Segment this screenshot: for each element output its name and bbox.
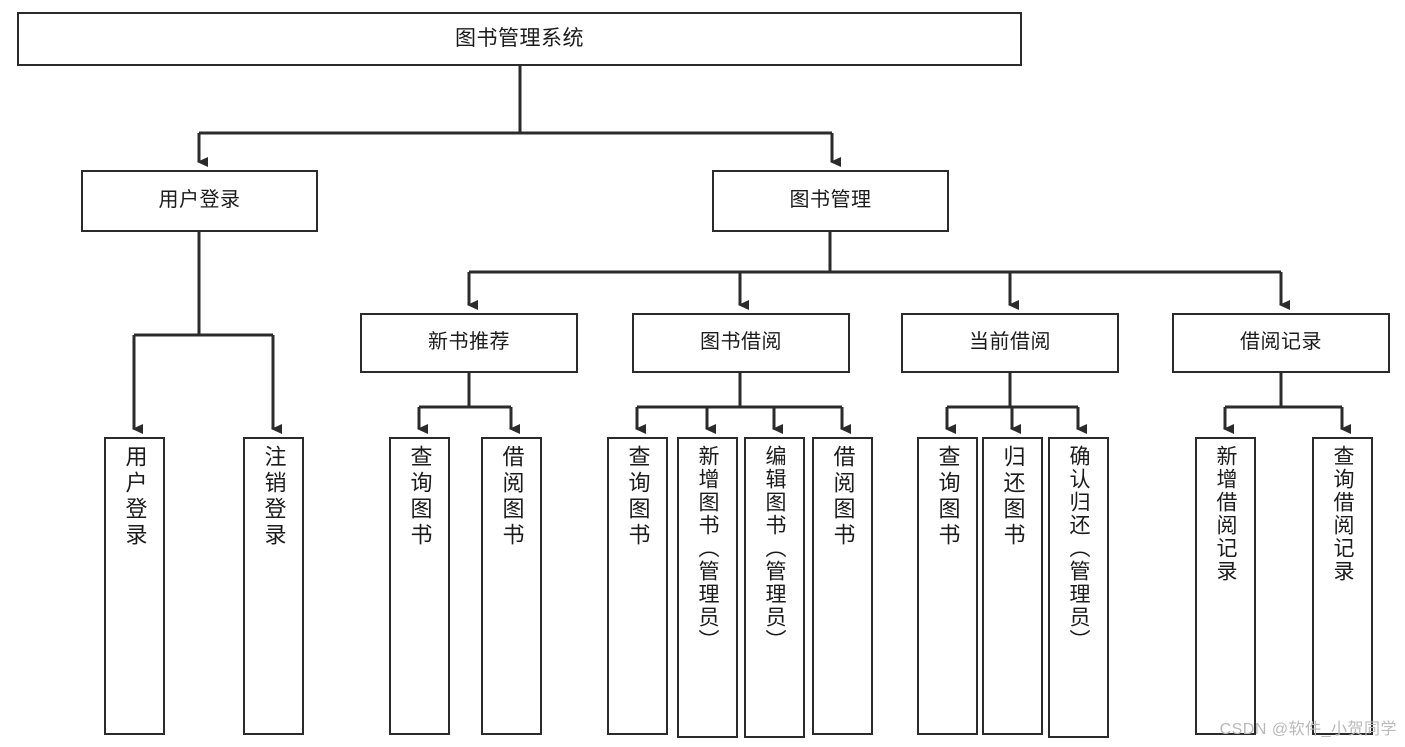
node-label: 用户登录 <box>158 189 241 212</box>
node-label: 图书借阅 <box>700 331 782 354</box>
node-label: 编辑图书（管理员） <box>763 445 786 652</box>
node-label: 当前借阅 <box>969 331 1051 354</box>
node-book-management[interactable]: 图书管理 <box>712 170 949 232</box>
node-label: 查询图书 <box>625 445 651 549</box>
node-label: 借阅记录 <box>1240 331 1322 354</box>
node-label: 确认归还（管理员） <box>1067 445 1090 652</box>
node-label: 新增借阅记录 <box>1214 445 1237 583</box>
csdn-watermark: CSDN @软件_小贺同学 <box>1219 721 1397 738</box>
leaf-borrow-query-book[interactable]: 查询图书 <box>607 437 668 735</box>
leaf-user-login-signout[interactable]: 注销登录 <box>243 437 304 735</box>
node-label: 用户登录 <box>122 445 148 549</box>
node-root-system[interactable]: 图书管理系统 <box>17 12 1022 66</box>
leaf-current-confirm-return-admin[interactable]: 确认归还（管理员） <box>1048 437 1109 738</box>
node-label: 新书推荐 <box>428 331 510 354</box>
node-label: 注销登录 <box>261 445 287 549</box>
node-label: 图书管理 <box>789 189 872 212</box>
node-label: 查询图书 <box>407 445 433 549</box>
leaf-borrow-add-book-admin[interactable]: 新增图书（管理员） <box>677 437 738 738</box>
node-label: 归还图书 <box>1000 445 1026 549</box>
node-borrow-record[interactable]: 借阅记录 <box>1172 313 1390 373</box>
leaf-current-query-book[interactable]: 查询图书 <box>917 437 978 735</box>
node-user-login[interactable]: 用户登录 <box>81 170 318 232</box>
leaf-record-add-record[interactable]: 新增借阅记录 <box>1195 437 1256 735</box>
leaf-recommend-query-book[interactable]: 查询图书 <box>389 437 450 735</box>
leaf-borrow-borrow-book[interactable]: 借阅图书 <box>812 437 873 735</box>
node-label: 借阅图书 <box>830 445 856 549</box>
node-label: 借阅图书 <box>499 445 525 549</box>
node-current-borrow[interactable]: 当前借阅 <box>901 313 1119 373</box>
node-book-borrow[interactable]: 图书借阅 <box>632 313 850 373</box>
node-label: 图书管理系统 <box>455 26 584 50</box>
leaf-recommend-borrow-book[interactable]: 借阅图书 <box>481 437 542 735</box>
leaf-user-login-signin[interactable]: 用户登录 <box>104 437 165 735</box>
node-new-book-recommend[interactable]: 新书推荐 <box>360 313 578 373</box>
node-label: 查询图书 <box>935 445 961 549</box>
leaf-borrow-edit-book-admin[interactable]: 编辑图书（管理员） <box>744 437 805 738</box>
leaf-current-return-book[interactable]: 归还图书 <box>982 437 1043 735</box>
leaf-record-query-record[interactable]: 查询借阅记录 <box>1312 437 1373 735</box>
node-label: 新增图书（管理员） <box>696 445 719 652</box>
node-label: 查询借阅记录 <box>1331 445 1354 583</box>
